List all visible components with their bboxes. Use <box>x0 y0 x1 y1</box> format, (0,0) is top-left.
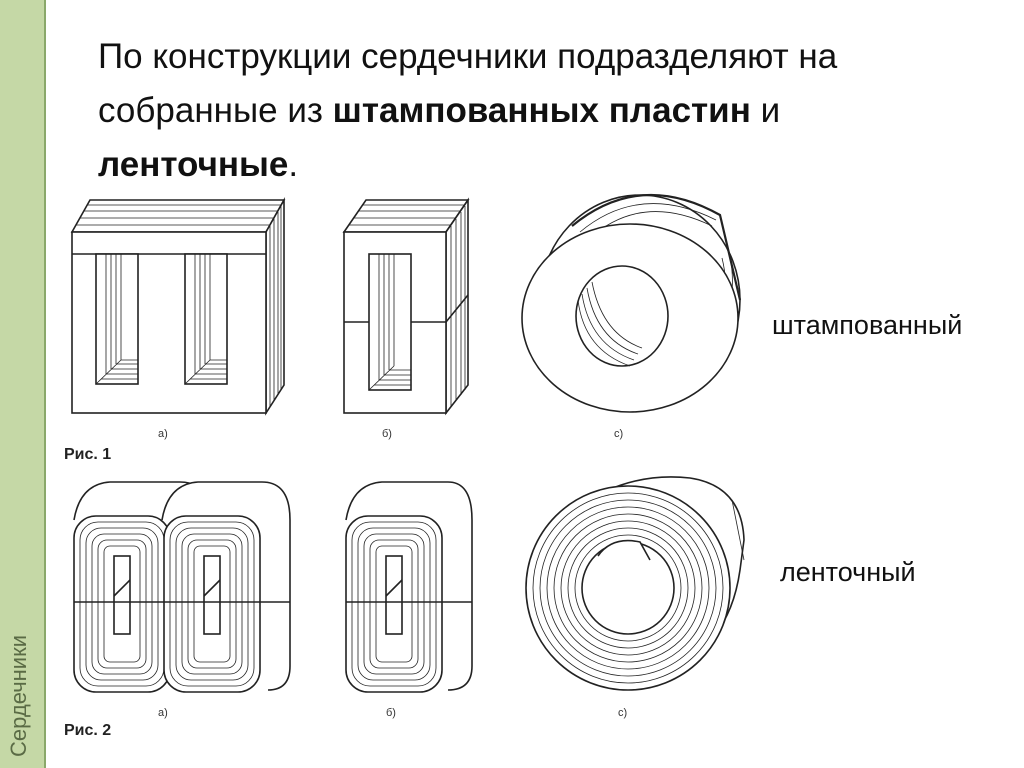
stamped-ring-core <box>521 193 742 413</box>
tape-rod-core <box>345 481 473 693</box>
legend-stamped: штампованный <box>772 310 963 340</box>
fig1-caption: Рис. 1 <box>64 446 112 463</box>
tape-shell-core <box>73 481 291 693</box>
stamped-rod-core <box>342 197 470 416</box>
fig2-a-label: а) <box>158 707 168 719</box>
fig2-caption: Рис. 2 <box>64 722 112 739</box>
tape-ring-core <box>525 476 745 691</box>
title-bold-stamped: штампованных пластин <box>332 91 751 130</box>
legend-tape: ленточный <box>780 557 916 587</box>
title-bold-tape: ленточные <box>98 145 289 184</box>
title-text-1: По конструкции сердечники подразделяют н… <box>98 37 838 130</box>
fig1-a-label: а) <box>158 428 168 440</box>
fig2-c-label: с) <box>618 707 628 719</box>
sidebar <box>0 0 46 768</box>
fig1-b-label: б) <box>382 428 392 440</box>
stamped-shell-core <box>70 196 286 416</box>
title-text-2: и <box>750 91 781 130</box>
fig1-c-label: с) <box>614 428 624 440</box>
slide-title: По конструкции сердечники подразделяют н… <box>98 30 978 192</box>
title-text-3: . <box>288 145 299 184</box>
fig2-b-label: б) <box>386 707 396 719</box>
